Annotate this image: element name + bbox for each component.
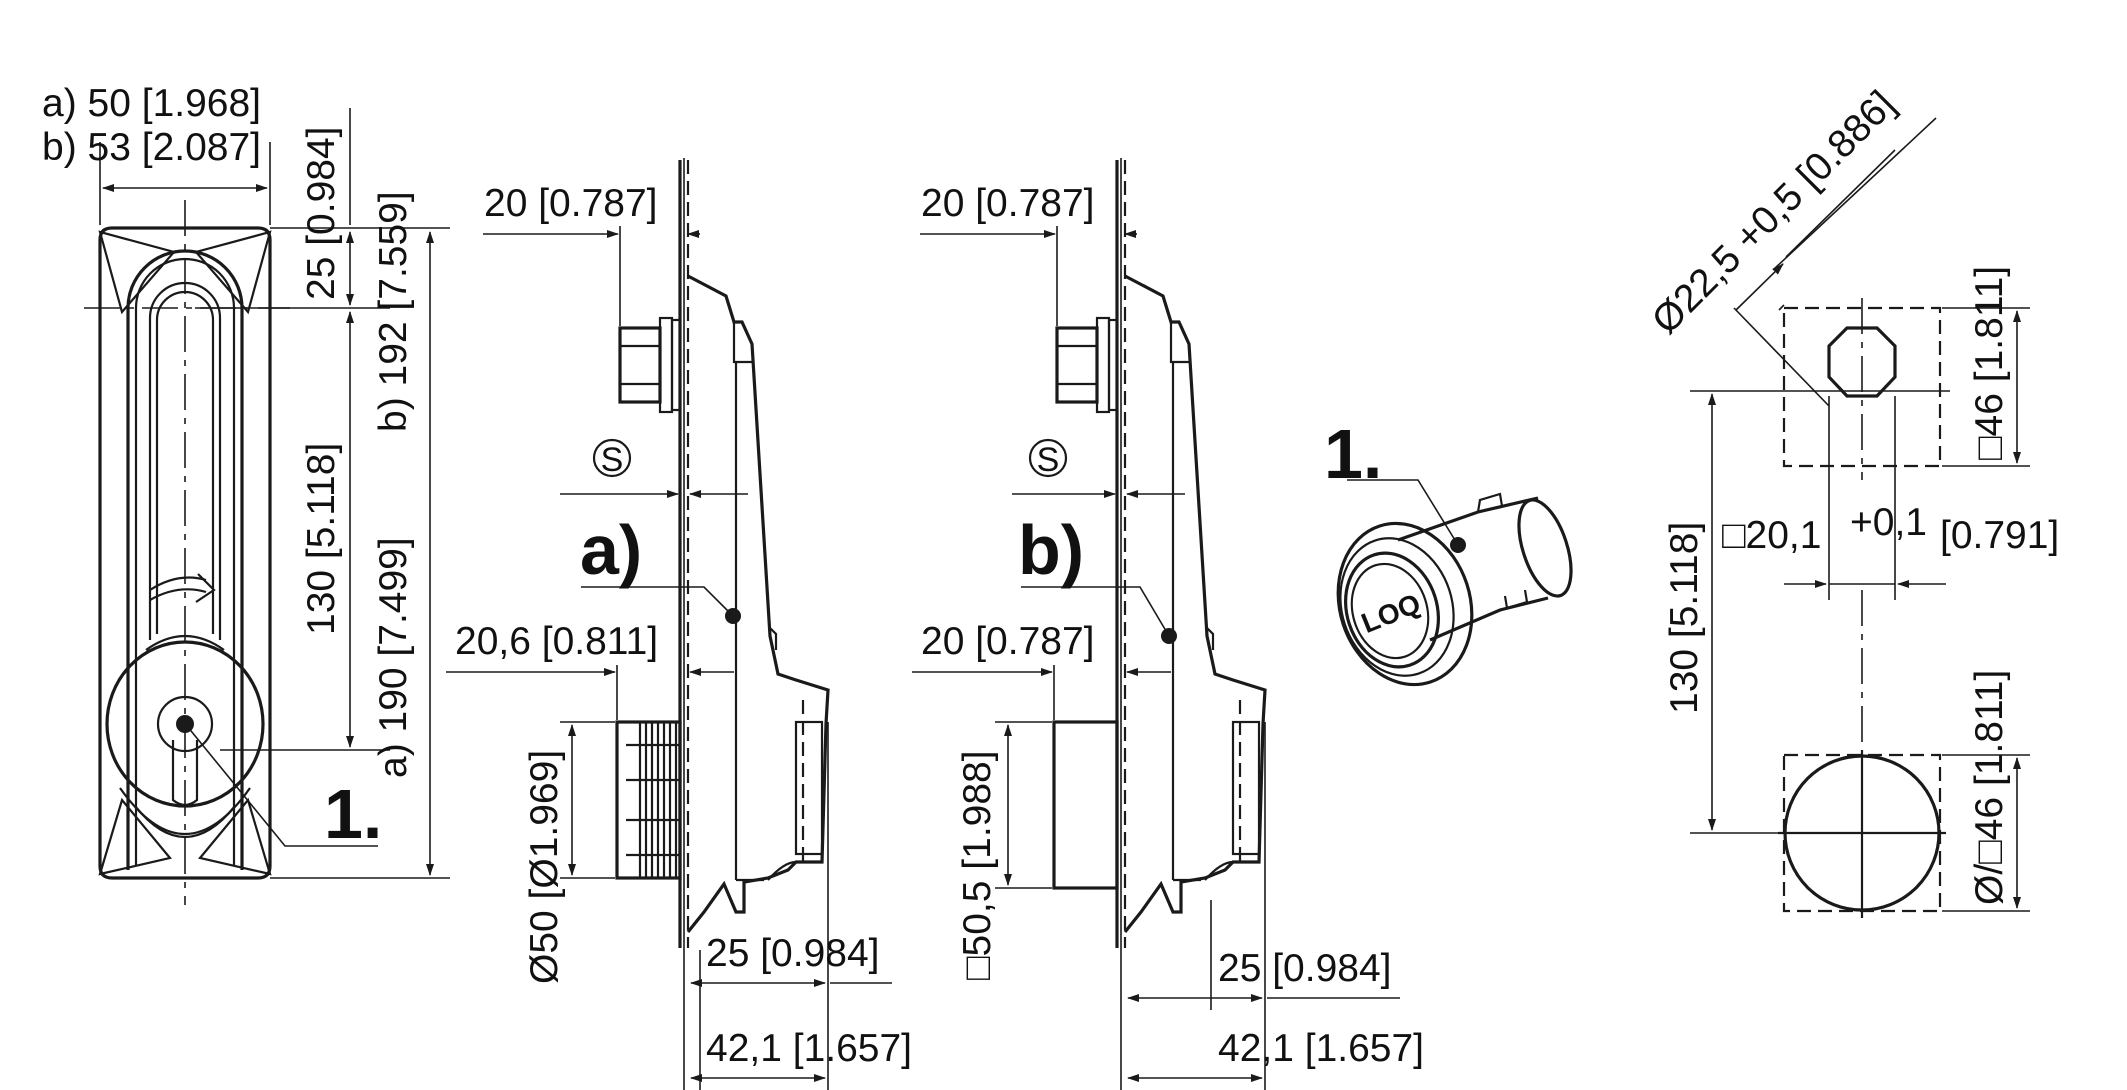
cutout-round-square: Ø/□46 [1.811]: [1968, 670, 2011, 905]
side-b-top-thickness: 20 [0.787]: [921, 182, 1094, 225]
cutout-pitch: 130 [5.118]: [1663, 522, 1706, 714]
cutout-width-tolerance: +0,1: [1850, 501, 1927, 544]
front-top-offset: 25 [0.984]: [300, 127, 343, 300]
side-b-depth-1: 25 [0.984]: [1218, 947, 1391, 990]
front-width-a: a) 50 [1.968]: [42, 82, 261, 125]
panel-cutout: Ø22,5 +0,5 [0.886] □46 [1.811] □20,1 +0,…: [1644, 83, 2059, 918]
side-b-label: b): [1018, 511, 1084, 589]
symbol-s-a: S: [601, 441, 624, 479]
front-height-a: a) 190 [7.499]: [372, 537, 415, 778]
insert-engraving: LOQ: [1357, 588, 1425, 639]
cutout-width-value: □20,1: [1722, 514, 1821, 557]
side-a-top-thickness: 20 [0.787]: [484, 182, 657, 225]
side-b-insert-square: □50,5 [1.988]: [956, 750, 999, 980]
side-a-insert-diameter: Ø50 [Ø1.969]: [523, 750, 566, 984]
front-callout-1: 1.: [324, 775, 382, 853]
cutout-width-inch: [0.791]: [1940, 514, 2059, 557]
side-a-label: a): [580, 511, 642, 589]
symbol-s-b: S: [1037, 441, 1060, 479]
side-view-a: S 20 [0.787] a) 20,6 [0.811] Ø50 [Ø1.969…: [446, 158, 912, 1090]
cutout-square-top: □46 [1.811]: [1968, 266, 2011, 460]
side-a-depth-1: 25 [0.984]: [706, 932, 879, 975]
front-slot-height: 130 [5.118]: [300, 443, 343, 635]
side-b-depth-2: 42,1 [1.657]: [1218, 1027, 1424, 1070]
side-a-lower-thickness: 20,6 [0.811]: [455, 620, 658, 663]
knurling-a: [626, 722, 680, 878]
insert-detail: LOQ 1.: [1324, 415, 1573, 687]
side-view-b: S 20 [0.787] b) 20 [0.787] □50,5 [1.988]…: [912, 158, 1424, 1090]
side-a-depth-2: 42,1 [1.657]: [706, 1027, 912, 1070]
front-view: a) 50 [1.968] b) 53 [2.087] 25 [0.984] 1…: [42, 82, 450, 905]
cutout-hole-diameter: Ø22,5 +0,5 [0.886]: [1644, 83, 1904, 343]
side-b-lower-thickness: 20 [0.787]: [921, 620, 1094, 663]
front-height-b: b) 192 [7.559]: [372, 191, 415, 432]
insert-callout-1: 1.: [1324, 415, 1382, 493]
front-width-b: b) 53 [2.087]: [42, 126, 261, 169]
